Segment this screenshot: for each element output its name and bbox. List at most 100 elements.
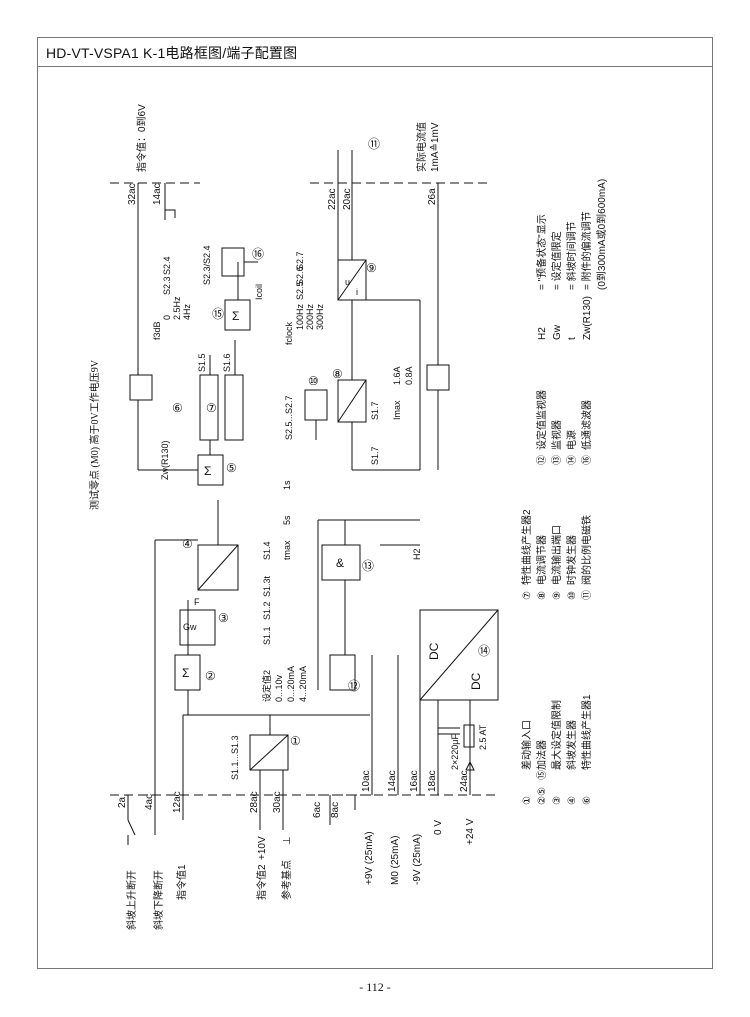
term-10ac: 10ac xyxy=(361,770,372,792)
label-zw: Zw(R130) xyxy=(160,440,170,480)
term-18ac: 18ac xyxy=(427,770,438,792)
marker-6: ⑥ xyxy=(172,401,183,415)
label-f3db-0: 0 xyxy=(162,315,172,320)
label-s13: S1.3t xyxy=(262,575,272,597)
label-t-off: 1s xyxy=(282,480,292,490)
label-s15: S1.5 xyxy=(197,353,207,372)
label-range-4-20ma: 4...20mA xyxy=(298,666,308,702)
label-gw: Gw xyxy=(183,622,197,632)
label-s16: S1.6 xyxy=(222,353,232,372)
legend-left-text-1: ⑮加法器 xyxy=(535,740,548,780)
label-imax-08: 0.8A xyxy=(404,366,414,385)
legend-left-num-2: ③ xyxy=(552,796,563,805)
term-24ac: 24ac xyxy=(459,770,470,792)
label-sigma-2: Σ xyxy=(182,666,189,680)
marker-12: ⑫ xyxy=(348,679,360,693)
legend-mid2-text-2: 电源 xyxy=(565,430,578,450)
label-range-10v: 0...10v xyxy=(274,674,284,702)
legend-left-num-3: ④ xyxy=(567,796,578,805)
legend-mid-num-0: ⑦ xyxy=(522,591,533,600)
label-command-range: 指令值：0到6V xyxy=(135,104,148,172)
legend-mid2-num-2: ⑭ xyxy=(566,455,578,465)
marker-13: ⑬ xyxy=(362,559,374,573)
label-sigma-15: Σ xyxy=(232,309,239,323)
marker-4: ④ xyxy=(182,537,193,551)
label-sigma-5: Σ xyxy=(204,464,211,478)
label-dc-top: DC xyxy=(427,642,441,660)
label-current-scale: 1mA≙1mV xyxy=(429,122,441,172)
label-u: u xyxy=(345,277,350,287)
label-dc-bottom: DC xyxy=(469,672,483,690)
label-s17b: S1.7 xyxy=(370,446,380,465)
label-s12: S1.2 xyxy=(262,601,272,620)
legend-right-text-1: = 设定值限定 xyxy=(550,231,563,290)
label-fclock: fclock xyxy=(284,321,294,345)
label-ramp-up-off: 斜坡上升断开 xyxy=(125,870,138,930)
legend-left-num-0: ① xyxy=(522,796,533,805)
legend-mid-text-4: 阀的比例电磁铁 xyxy=(580,515,593,585)
term-14ac-t: 14ac xyxy=(152,183,163,205)
legend-mid2-text-1: 监视器 xyxy=(550,420,563,450)
label-fclock-1: 200Hz xyxy=(305,303,315,330)
legend-right-text-0: = "预备状态"显示 xyxy=(535,214,548,290)
marker-15: ⑮ xyxy=(212,307,224,321)
term-4ac: 4ac xyxy=(144,794,155,810)
label-s1-range: S1.1...S1.3 xyxy=(230,735,240,780)
legend-left-text-2: 最大设定值限制 xyxy=(550,700,563,770)
legend-right-text-3: = 附件的偏流调节 xyxy=(580,211,593,290)
legend-mid2-text-0: 设定值监视器 xyxy=(535,390,548,450)
label-s2527: S2.5...S2.7 xyxy=(284,395,294,440)
label-f3db-2: 4Hz xyxy=(182,303,192,320)
marker-3: ③ xyxy=(218,611,229,625)
label-fclock-0: 100Hz xyxy=(295,303,305,330)
label-ramp-down-off: 斜坡下降断开 xyxy=(152,870,165,930)
term-6ac: 6ac xyxy=(312,802,323,818)
legend-left-text-0: 差动输入口 xyxy=(520,720,533,770)
label-minus-9v: -9V (25mA) xyxy=(412,834,423,885)
legend-mid2-num-3: ⑯ xyxy=(581,455,593,465)
label-s26: S2.6 xyxy=(295,266,305,285)
label-and: & xyxy=(336,556,344,570)
label-plus-10v: +10V xyxy=(257,836,268,860)
page-frame xyxy=(37,37,713,969)
legend-right-text-2: = 斜坡时间调节 xyxy=(565,221,578,290)
label-command-2: 指令值2 xyxy=(255,864,268,900)
label-test-point: 测试零点 (M0) 高于0V工作电压9V xyxy=(88,359,101,510)
term-2a: 2a xyxy=(117,796,128,808)
label-i: i xyxy=(356,287,358,297)
label-s17: S1.7 xyxy=(370,401,380,420)
term-30ac: 30ac xyxy=(272,791,283,813)
label-s23: S2.3 xyxy=(162,276,172,295)
label-range-20ma: 0...20mA xyxy=(286,666,296,702)
legend-left-text-4: 特性曲线产生器1 xyxy=(580,694,593,770)
label-f: F xyxy=(194,597,200,607)
label-t-on: 5s xyxy=(282,515,292,525)
marker-2: ② xyxy=(205,669,216,683)
label-setpoint2: 设定值2 xyxy=(261,670,272,702)
legend-left-num-1: ②⑤ xyxy=(537,787,548,805)
marker-7: ⑦ xyxy=(206,401,217,415)
marker-1: ① xyxy=(290,734,301,748)
term-22ac: 22ac xyxy=(327,188,338,210)
label-f3db: f3dB xyxy=(152,321,162,340)
legend-mid2-text-3: 低通滤波器 xyxy=(580,400,593,450)
label-s24: S2.4 xyxy=(162,256,172,275)
page-title: HD-VT-VSPA1 K-1电路框图/端子配置图 xyxy=(46,45,298,61)
label-h2: H2 xyxy=(412,548,422,560)
marker-8: ⑧ xyxy=(332,367,343,381)
legend-right-key-0: H2 xyxy=(537,327,548,340)
marker-11: ⑪ xyxy=(368,137,380,151)
term-26a: 26a xyxy=(427,188,438,205)
label-s27: S2.7 xyxy=(295,251,305,270)
label-0v: 0 V xyxy=(433,820,444,835)
term-14ac-b: 14ac xyxy=(387,770,398,792)
label-fclock-2: 300Hz xyxy=(315,303,325,330)
label-tmax: tmax xyxy=(282,540,292,560)
term-12ac: 12ac xyxy=(172,791,183,813)
legend-right-key-1: Gw xyxy=(552,324,563,340)
label-reference: 参考基点 xyxy=(280,860,293,900)
legend-mid-text-2: 电流输出端口 xyxy=(550,525,563,585)
page-number: - 112 - xyxy=(359,980,391,994)
term-32ac: 32ac xyxy=(127,183,138,205)
